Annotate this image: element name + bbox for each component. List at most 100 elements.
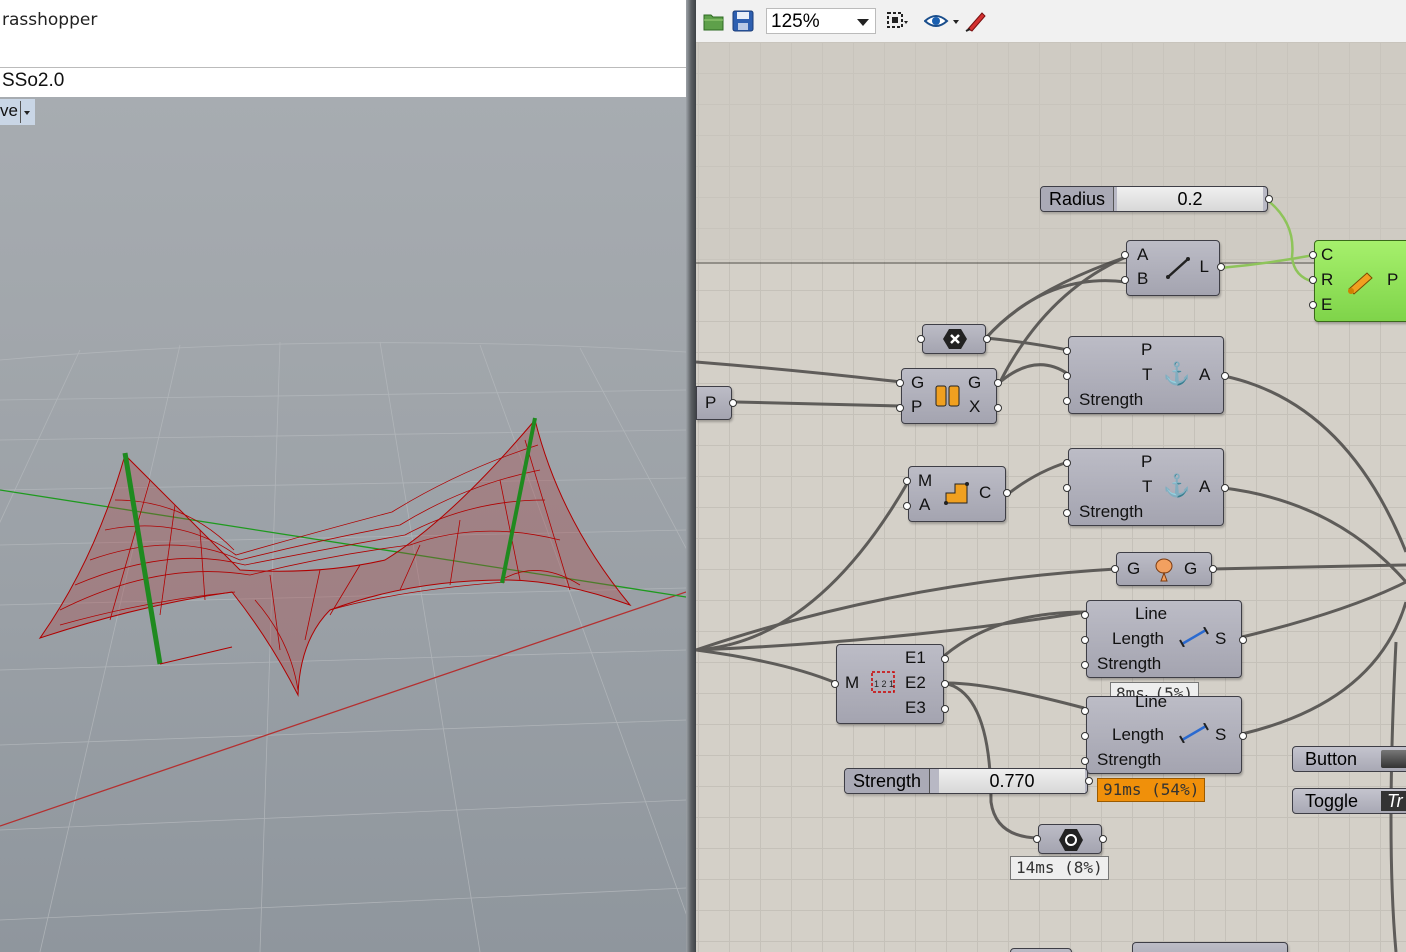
input-port[interactable] xyxy=(1121,251,1129,259)
input-port[interactable] xyxy=(1081,636,1089,644)
input-m: M xyxy=(845,673,860,692)
output-s: S xyxy=(1215,629,1227,648)
output-port[interactable] xyxy=(1209,565,1217,573)
output-a: A xyxy=(1199,477,1211,496)
anchor-component-2[interactable]: P T Strength ⚓ A xyxy=(1063,448,1229,526)
rhino-command-line[interactable]: SSo2.0 xyxy=(0,67,686,94)
length-component-1[interactable]: Line Length Strength S xyxy=(1081,600,1247,678)
input-port[interactable] xyxy=(917,335,925,343)
input-port[interactable] xyxy=(1309,251,1317,259)
output-port[interactable] xyxy=(983,335,991,343)
input-port[interactable] xyxy=(1081,757,1089,765)
input-port[interactable] xyxy=(1033,835,1041,843)
mesh-lines xyxy=(59,439,581,691)
strength-slider-track[interactable]: 0.770 xyxy=(939,769,1085,793)
strength-slider-value: 0.770 xyxy=(989,771,1035,791)
input-port[interactable] xyxy=(1121,276,1129,284)
output-port[interactable] xyxy=(1265,195,1273,203)
output-port[interactable] xyxy=(1003,489,1011,497)
input-port[interactable] xyxy=(896,379,904,387)
input-port[interactable] xyxy=(1111,565,1119,573)
pipe-component[interactable]: C R E P xyxy=(1309,240,1406,322)
output-port[interactable] xyxy=(994,379,1002,387)
line-component[interactable]: A B L xyxy=(1121,240,1225,296)
length-component-2[interactable]: Line Length Strength S xyxy=(1081,692,1247,774)
radius-slider[interactable]: Radius 0.2 xyxy=(1040,186,1273,212)
mesh-corner-component[interactable]: M A C xyxy=(903,466,1011,522)
output-g: G xyxy=(1184,559,1198,578)
button-face[interactable] xyxy=(1381,750,1406,768)
rhino-window-title: rasshopper xyxy=(2,10,98,30)
input-port[interactable] xyxy=(1081,661,1089,669)
show-icon xyxy=(1155,558,1173,582)
output-port[interactable] xyxy=(941,655,949,663)
output-port[interactable] xyxy=(1239,636,1247,644)
toggle-label: Toggle xyxy=(1305,791,1359,811)
svg-text:1 2 1: 1 2 1 xyxy=(874,679,894,689)
point-param[interactable]: P xyxy=(696,386,737,420)
input-port[interactable] xyxy=(1309,276,1317,284)
button-widget[interactable]: Button xyxy=(1292,746,1406,772)
input-port[interactable] xyxy=(903,502,911,510)
output-port[interactable] xyxy=(729,399,737,407)
input-port[interactable] xyxy=(1063,372,1071,380)
tensile-mesh xyxy=(38,418,632,697)
output-port[interactable] xyxy=(1221,372,1229,380)
zoom-dropdown[interactable]: 125% xyxy=(766,8,876,34)
partial-component[interactable] xyxy=(1010,948,1072,952)
wires-layer xyxy=(696,198,1406,952)
gh-canvas[interactable]: Radius 0.2 A B L C R E P xyxy=(696,42,1406,952)
input-port[interactable] xyxy=(1063,397,1071,405)
save-icon[interactable] xyxy=(731,9,755,33)
output-a: A xyxy=(1199,365,1211,384)
chevron-down-icon[interactable] xyxy=(19,101,31,123)
open-icon[interactable] xyxy=(702,9,726,33)
input-strength: Strength xyxy=(1079,502,1144,521)
input-t: T xyxy=(1142,477,1153,496)
input-port[interactable] xyxy=(1081,732,1089,740)
toggle-value[interactable]: Tr xyxy=(1381,791,1406,811)
output-port[interactable] xyxy=(1085,777,1093,785)
output-port[interactable] xyxy=(1099,835,1107,843)
input-port[interactable] xyxy=(1309,301,1317,309)
length-icon xyxy=(1179,627,1209,647)
input-port[interactable] xyxy=(1081,707,1089,715)
input-port[interactable] xyxy=(903,477,911,485)
output-g: G xyxy=(968,373,982,392)
sketch-pen-icon[interactable] xyxy=(964,9,988,33)
output-port[interactable] xyxy=(941,705,949,713)
input-a: A xyxy=(1137,245,1149,264)
timing-badge-length-2: 91ms (54%) xyxy=(1097,778,1206,802)
output-port[interactable] xyxy=(994,404,1002,412)
viewport-label-dropdown[interactable]: ve xyxy=(0,99,35,125)
output-port[interactable] xyxy=(1239,732,1247,740)
mesh-edges-component[interactable]: M 1 2 1 E1 E2 E3 xyxy=(831,644,949,724)
input-port[interactable] xyxy=(1063,509,1071,517)
output-port[interactable] xyxy=(1221,484,1229,492)
output-port[interactable] xyxy=(1217,263,1225,271)
show-component[interactable]: G G xyxy=(1111,552,1217,586)
input-strength: Strength xyxy=(1097,654,1162,673)
input-port[interactable] xyxy=(831,680,839,688)
anchor-component-1[interactable]: P T Strength ⚓ A xyxy=(1063,336,1229,414)
input-port[interactable] xyxy=(1063,459,1071,467)
partial-component[interactable] xyxy=(1132,942,1288,952)
strength-slider[interactable]: Strength 0.770 xyxy=(844,768,1093,794)
solver-component[interactable] xyxy=(1033,824,1107,854)
output-s: S xyxy=(1215,725,1227,744)
radius-slider-track[interactable]: 0.2 xyxy=(1117,187,1263,211)
geometry-param[interactable] xyxy=(917,324,991,354)
grip-component[interactable]: G P G X xyxy=(896,368,1002,424)
input-port[interactable] xyxy=(1063,484,1071,492)
preview-eye-icon[interactable] xyxy=(924,9,960,33)
zoom-value: 125% xyxy=(771,11,820,32)
input-port[interactable] xyxy=(1081,611,1089,619)
zoom-extents-icon[interactable] xyxy=(884,9,908,33)
panel-splitter[interactable] xyxy=(686,0,696,952)
perspective-viewport[interactable]: ve xyxy=(0,97,686,952)
pole-left xyxy=(122,452,163,665)
input-port[interactable] xyxy=(896,404,904,412)
input-port[interactable] xyxy=(1063,347,1071,355)
toggle-widget[interactable]: Toggle Tr xyxy=(1292,788,1406,814)
output-port[interactable] xyxy=(941,680,949,688)
